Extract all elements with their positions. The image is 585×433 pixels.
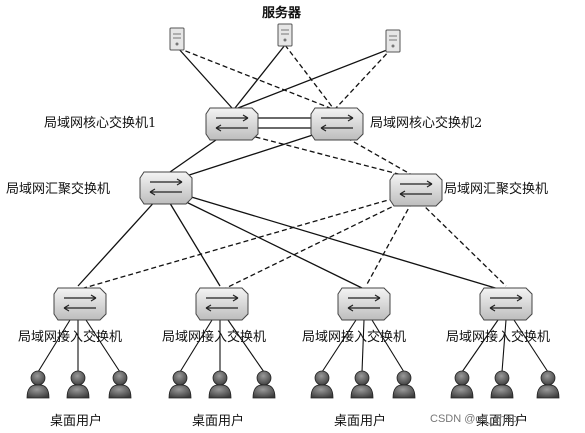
aggregation-access-links — [77, 195, 507, 291]
servers-label: 服务器 — [262, 6, 302, 21]
core-switch-2-icon — [310, 107, 364, 141]
user-icon — [252, 370, 276, 399]
server-icon — [277, 23, 293, 47]
user-group-4-label: 桌面用户 — [476, 414, 529, 429]
access-switch-2-label: 局域网接入交换机 — [162, 330, 267, 345]
user-icon — [490, 370, 514, 399]
user-icon — [208, 370, 232, 399]
access-switch-3-label: 局域网接入交换机 — [302, 330, 407, 345]
access-switch-3-icon — [337, 287, 391, 321]
user-icon — [392, 370, 416, 399]
access-switch-4-label: 局域网接入交换机 — [446, 330, 551, 345]
server-icon — [169, 27, 185, 51]
users-group — [26, 370, 560, 399]
user-group-1-label: 桌面用户 — [50, 414, 103, 429]
aggregation-switch-2-icon — [389, 173, 443, 207]
aggregation-switch-2-label: 局域网汇聚交换机 — [444, 182, 549, 197]
user-group-3-label: 桌面用户 — [334, 414, 387, 429]
aggregation-switch-1-label: 局域网汇聚交换机 — [6, 182, 111, 197]
core-links — [255, 117, 315, 129]
core-switch-1-icon — [205, 107, 259, 141]
user-icon — [450, 370, 474, 399]
user-icon — [108, 370, 132, 399]
access-switch-2-icon — [195, 287, 249, 321]
user-group-2-label: 桌面用户 — [192, 414, 245, 429]
user-icon — [168, 370, 192, 399]
user-icon — [350, 370, 374, 399]
server-icon — [385, 29, 401, 53]
access-switch-4-icon — [479, 287, 533, 321]
access-switch-1-label: 局域网接入交换机 — [18, 330, 123, 345]
user-icon — [66, 370, 90, 399]
core-switch-2-label: 局域网核心交换机2 — [370, 116, 483, 131]
server-core-links — [177, 44, 393, 109]
user-icon — [310, 370, 334, 399]
access-user-links — [37, 319, 549, 373]
watermark: CSDN @qq_zhao — [430, 413, 518, 425]
aggregation-switch-1-icon — [139, 171, 193, 205]
core-aggregation-links — [169, 131, 413, 179]
core-switch-1-label: 局域网核心交换机1 — [44, 116, 157, 131]
user-icon — [26, 370, 50, 399]
access-switch-1-icon — [53, 287, 107, 321]
user-icon — [536, 370, 560, 399]
